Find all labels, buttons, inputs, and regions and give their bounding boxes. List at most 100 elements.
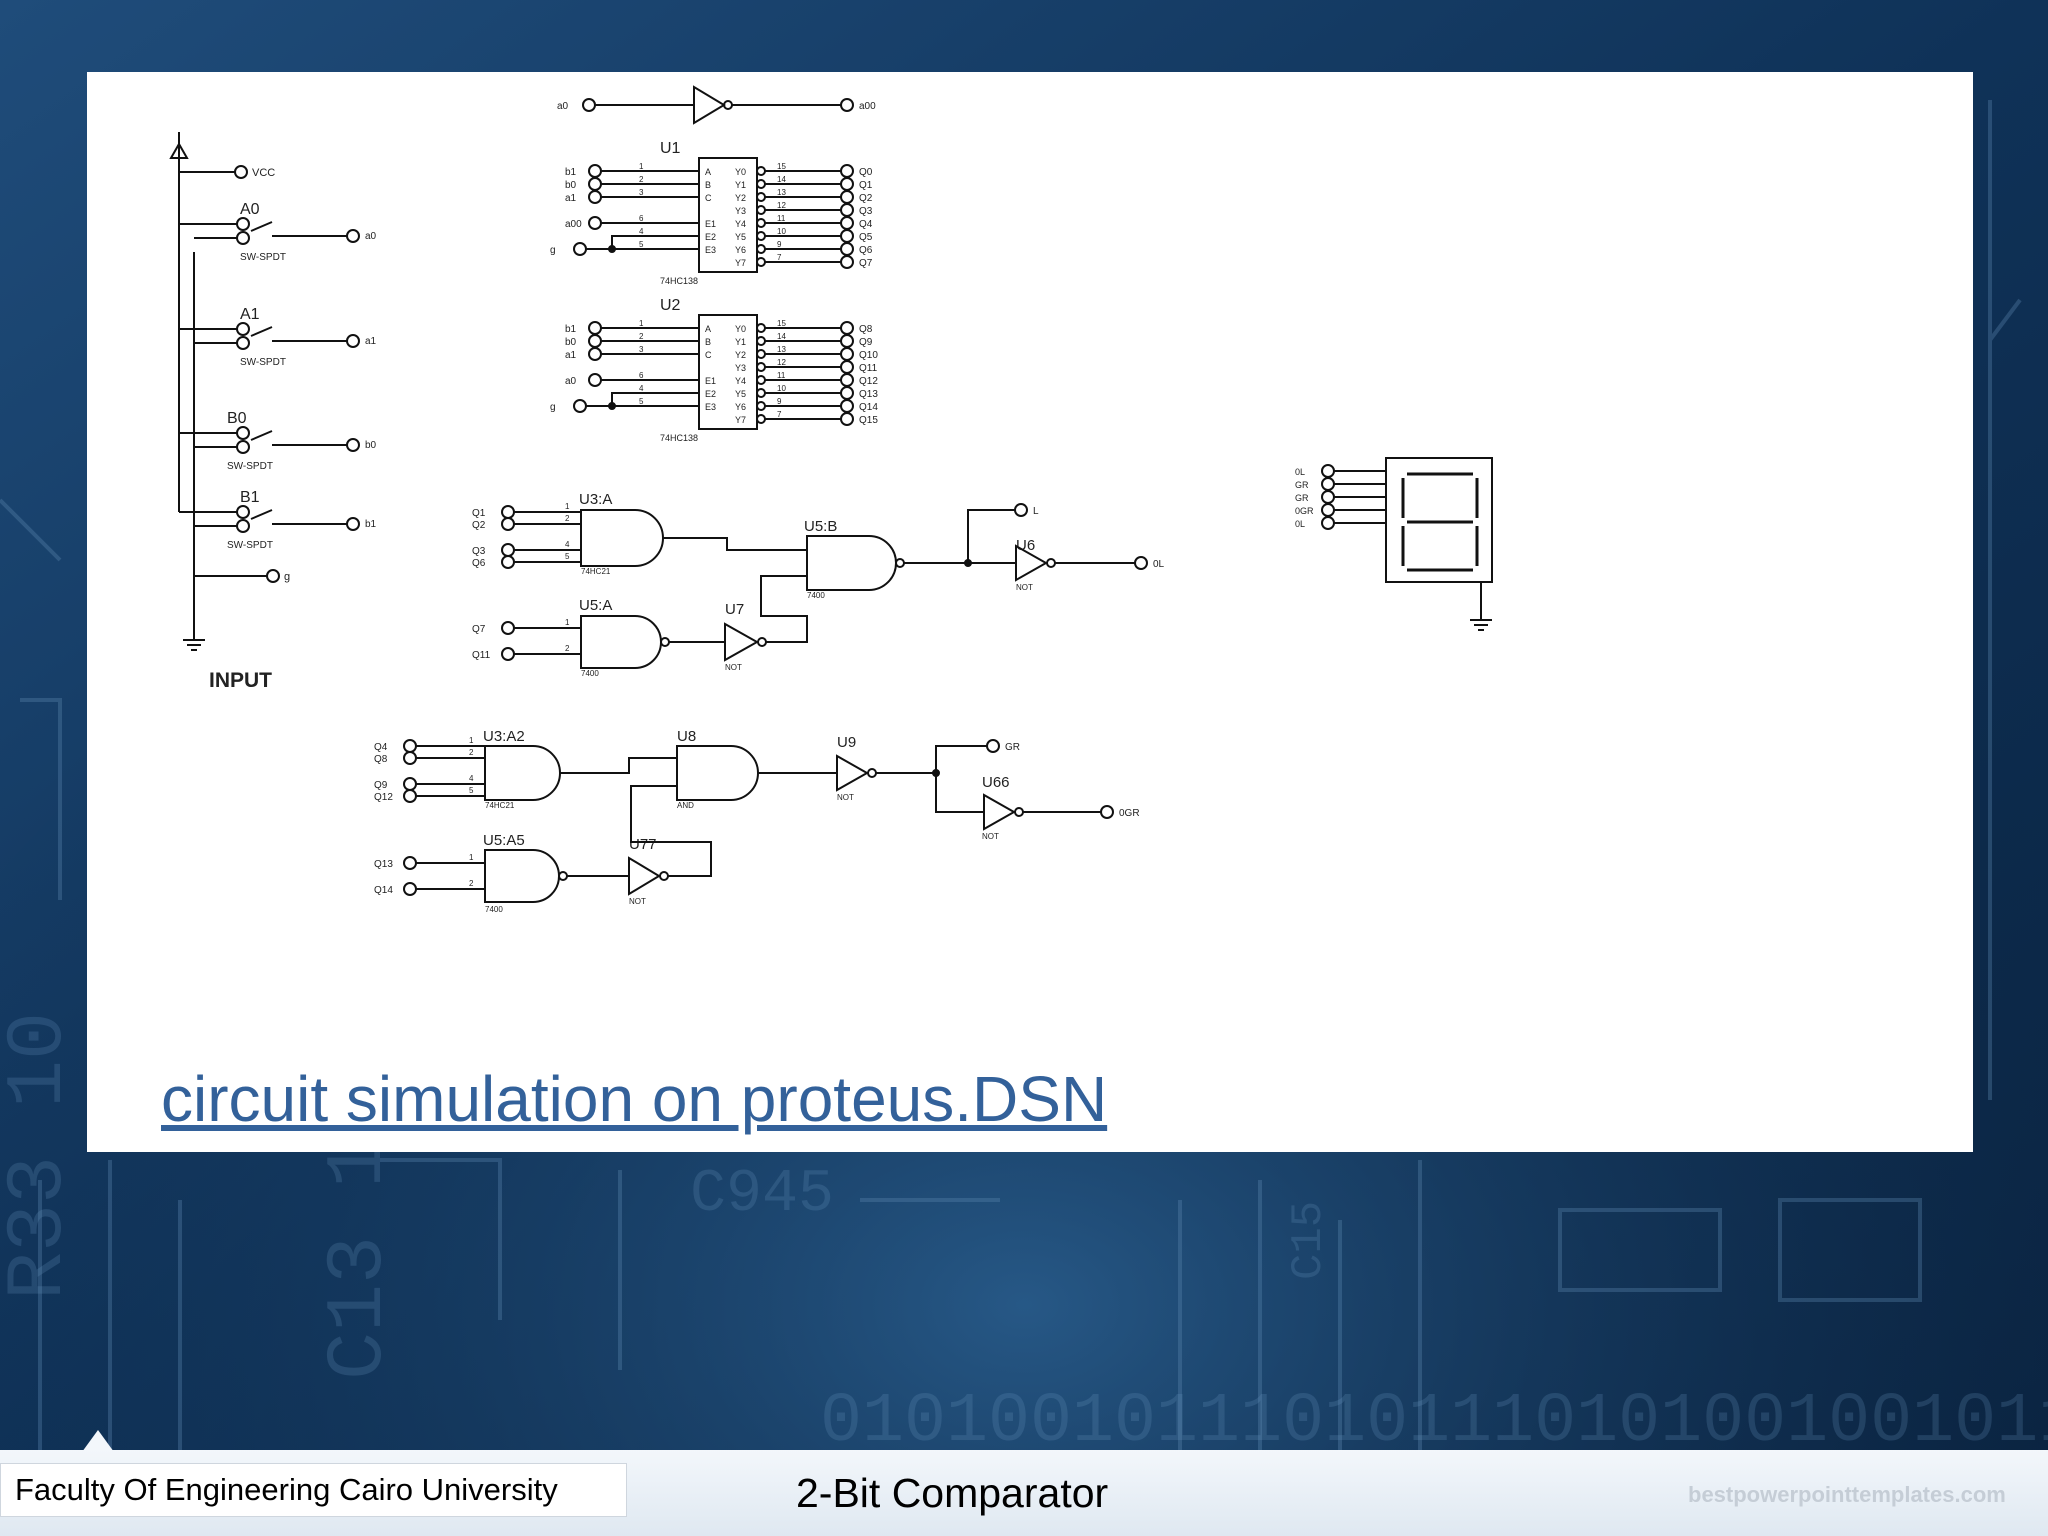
u9-bubble <box>867 768 877 778</box>
u3a-inputs-label: Q2 <box>472 520 486 531</box>
switch-a1-contact <box>236 322 250 336</box>
decoder-u2-out-bubble <box>756 401 766 411</box>
decoder-u1-pin-name: B <box>705 180 711 190</box>
decoder-u2-out-pin-num: 15 <box>777 319 786 328</box>
decoder-u2-pin-name: E1 <box>705 376 716 386</box>
switch-b0-type: SW-SPDT <box>227 461 273 472</box>
decoder-u2-out-pin-num: 14 <box>777 332 786 341</box>
u5a5-inputs-label: Q14 <box>374 885 393 896</box>
decoder-u2-out-pin-name: Y7 <box>735 415 746 425</box>
switch-b0-contact <box>236 426 250 440</box>
u8-name: U8 <box>677 728 696 745</box>
decoder-u2-out-pin-name: Y2 <box>735 350 746 360</box>
decoder-u1-in-label: g <box>550 245 556 256</box>
decoder-u1-body <box>698 157 758 273</box>
u3a-inputs-terminal <box>501 505 515 519</box>
u3a-output-wire <box>663 537 807 551</box>
switch-b0-name: B0 <box>227 410 247 427</box>
decoder-u2-out-pin-name: Y0 <box>735 324 746 334</box>
display-pin-label: 0L <box>1295 467 1305 477</box>
u5a5-inputs-pin-num: 1 <box>469 853 474 862</box>
switch-b0[interactable]: B0 SW-SPDT b0 <box>179 410 377 472</box>
decoder-u2-pin-num: 6 <box>639 371 644 380</box>
u6-body <box>1015 544 1049 582</box>
decoder-u2-out-pin-num: 7 <box>777 410 782 419</box>
decoder-u1-out-terminal <box>840 164 854 178</box>
switch-a1-contact <box>236 336 250 350</box>
decoder-u1-in-label: a1 <box>565 193 577 204</box>
decoder-u2-in-terminal <box>588 334 602 348</box>
decoder-u1-out-terminal <box>840 177 854 191</box>
u3a2-name: U3:A2 <box>483 728 525 745</box>
decoder-u1-out-bubble <box>756 192 766 202</box>
switch-a1[interactable]: A1 SW-SPDT a1 <box>179 306 377 368</box>
u77-output-wire <box>630 785 712 877</box>
u5b-bubble <box>895 558 905 568</box>
decoder-u1-out-pin-num: 12 <box>777 201 786 210</box>
u5b-name: U5:B <box>804 518 837 535</box>
footer-notch <box>82 1430 114 1452</box>
u66-name: U66 <box>982 774 1010 791</box>
schematic-diagram: VCC A0 SW-SPDT a0 A1 SW-SPDT a1 <box>169 85 1493 914</box>
decoder-u2-in-label: b1 <box>565 324 577 335</box>
decoder-u2-pin-num: 1 <box>639 319 644 328</box>
u3a2-inputs-pin-num: 5 <box>469 786 474 795</box>
decoder-u1-in-label: b1 <box>565 167 577 178</box>
decoder-u1-out-label: Q0 <box>859 167 873 178</box>
display-body <box>1385 457 1493 583</box>
decoder-u1-out-bubble <box>756 179 766 189</box>
decoder-u1-in-terminal <box>588 164 602 178</box>
u3a-inputs-terminal <box>501 543 515 557</box>
u3a-inputs-pin-num: 2 <box>565 514 570 523</box>
switch-a0-name: A0 <box>240 201 260 218</box>
switch-b1-contact <box>236 505 250 519</box>
output-ogr-label: 0GR <box>1119 808 1140 819</box>
switch-a0-contact <box>236 231 250 245</box>
display-ground-wire <box>1470 582 1492 631</box>
decoder-u1-out-bubble <box>756 205 766 215</box>
u77-body <box>628 856 661 896</box>
u8-body <box>676 745 759 801</box>
switch-b0-contact <box>236 440 250 454</box>
u3a2-inputs-label: Q4 <box>374 742 388 753</box>
decoder-u2-in-label: a0 <box>565 376 577 387</box>
decoder-u2-out-pin-num: 13 <box>777 345 786 354</box>
decoder-u1-out-label: Q3 <box>859 206 873 217</box>
switch-a0[interactable]: A0 SW-SPDT a0 <box>179 201 377 263</box>
decoder-u2-name: U2 <box>660 297 681 314</box>
decoder-u2-in-terminal <box>588 321 602 335</box>
decoder-u2-out-pin-num: 10 <box>777 384 786 393</box>
display-pin-label: 0GR <box>1295 506 1314 516</box>
u7-part: NOT <box>725 663 742 672</box>
vcc-terminal <box>234 165 248 179</box>
display-pin-label: GR <box>1295 480 1309 490</box>
decoder-u2-pin-name: C <box>705 350 712 360</box>
svg-text:010100101110101110101001001011: 0101001011101011101010010010110101110101… <box>820 1383 2048 1450</box>
schematic-file-link[interactable]: circuit simulation on proteus.DSN <box>161 1063 1108 1135</box>
decoder-u2-in-label: b0 <box>565 337 577 348</box>
decoder-u1-out-pin-name: Y7 <box>735 258 746 268</box>
switch-b1[interactable]: B1 SW-SPDT b1 <box>179 489 377 551</box>
decoder-u2-out-bubble <box>756 349 766 359</box>
u5b-part: 7400 <box>807 591 825 600</box>
u3a2-inputs-terminal <box>403 777 417 791</box>
decoder-u2-out-pin-name: Y5 <box>735 389 746 399</box>
decoder-u1-out-pin-num: 15 <box>777 162 786 171</box>
decoder-u1-out-pin-name: Y4 <box>735 219 746 229</box>
decoder-u1-pin-name: C <box>705 193 712 203</box>
decoder-u2-pin-num: 5 <box>639 397 644 406</box>
decoder-u2-out-pin-name: Y6 <box>735 402 746 412</box>
switch-b1-out: b1 <box>365 519 377 530</box>
footer-institution: Faculty Of Engineering Cairo University <box>0 1463 627 1517</box>
u3a2-inputs-pin-num: 1 <box>469 736 474 745</box>
decoder-u1-out-pin-num: 13 <box>777 188 786 197</box>
switch-b1-output <box>346 517 360 531</box>
decoder-u2-in-label: a1 <box>565 350 577 361</box>
decoder-u1-in-terminal <box>588 190 602 204</box>
decoder-u1-pin-name: E2 <box>705 232 716 242</box>
u5a5-inputs-label: Q13 <box>374 859 393 870</box>
decoder-u2-out-pin-num: 11 <box>777 371 786 380</box>
